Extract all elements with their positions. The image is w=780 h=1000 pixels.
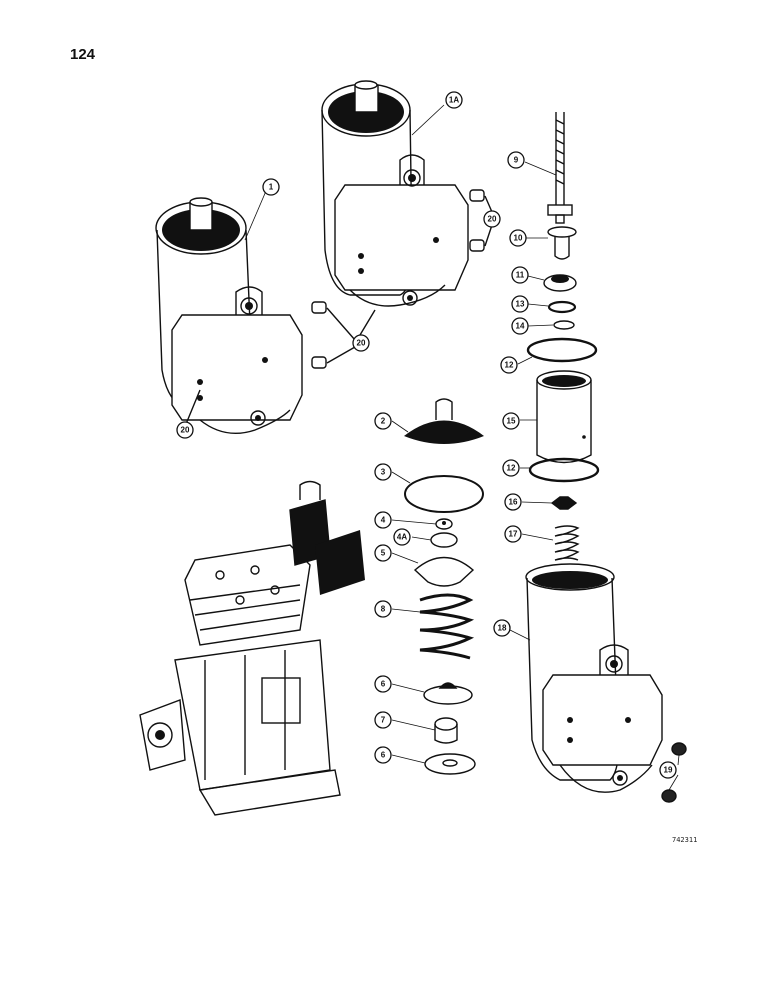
callout-18: 18 xyxy=(493,619,511,637)
nut-4 xyxy=(435,518,453,530)
spring-17 xyxy=(554,525,580,561)
svg-text:1: 1 xyxy=(269,183,274,192)
callout-4: 4 xyxy=(374,511,392,529)
callout-4a: 4A xyxy=(393,528,411,546)
callout-2: 2 xyxy=(374,412,392,430)
figure-code: 742311 xyxy=(672,836,698,844)
plugs-20 xyxy=(185,189,493,425)
svg-text:3: 3 xyxy=(381,468,386,477)
governor-body-1a xyxy=(321,80,469,307)
spring-seat-6-low xyxy=(424,753,476,775)
svg-text:17: 17 xyxy=(509,530,518,539)
callout-8: 8 xyxy=(374,600,392,618)
callout-6-low: 6 xyxy=(374,746,392,764)
air-compressor-assembly xyxy=(139,480,365,816)
callout-14: 14 xyxy=(511,317,529,335)
svg-text:20: 20 xyxy=(488,215,497,224)
callout-20-low: 20 xyxy=(176,421,194,439)
callout-20-mid: 20 xyxy=(352,334,370,352)
plugs-19 xyxy=(661,742,687,803)
svg-text:20: 20 xyxy=(357,339,366,348)
snap-ring-3 xyxy=(404,475,484,513)
svg-text:11: 11 xyxy=(516,271,525,280)
spring-seat-10 xyxy=(547,226,577,260)
callout-12-top: 12 xyxy=(500,356,518,374)
callout-19: 19 xyxy=(659,761,677,779)
callout-12-low: 12 xyxy=(502,459,520,477)
svg-text:6: 6 xyxy=(381,751,386,760)
adjusting-screw-9 xyxy=(547,112,573,224)
svg-text:4A: 4A xyxy=(397,533,407,542)
svg-text:20: 20 xyxy=(181,426,190,435)
svg-text:10: 10 xyxy=(514,234,523,243)
svg-text:6: 6 xyxy=(381,680,386,689)
valve-16 xyxy=(550,496,578,510)
svg-text:15: 15 xyxy=(507,417,516,426)
spring-8 xyxy=(419,593,475,660)
o-ring-12-top xyxy=(526,337,598,363)
svg-text:12: 12 xyxy=(505,361,514,370)
svg-text:5: 5 xyxy=(381,549,386,558)
callout-10: 10 xyxy=(509,229,527,247)
piston-15 xyxy=(536,370,592,464)
callout-6-top: 6 xyxy=(374,675,392,693)
svg-text:14: 14 xyxy=(516,322,525,331)
governor-body-1 xyxy=(155,197,303,434)
callout-17: 17 xyxy=(504,525,522,543)
leader-lines xyxy=(244,104,680,791)
callout-11: 11 xyxy=(511,266,529,284)
svg-text:1A: 1A xyxy=(449,96,459,105)
svg-text:19: 19 xyxy=(664,766,673,775)
page-number: 124 xyxy=(70,46,96,63)
svg-text:12: 12 xyxy=(507,464,516,473)
callout-20-top: 20 xyxy=(483,210,501,228)
svg-text:2: 2 xyxy=(381,417,386,426)
svg-text:4: 4 xyxy=(381,516,386,525)
ring-13 xyxy=(547,300,577,314)
svg-text:16: 16 xyxy=(509,498,518,507)
ring-14 xyxy=(553,320,575,330)
svg-text:9: 9 xyxy=(514,156,519,165)
callout-1a: 1A xyxy=(445,91,463,109)
governor-body-18 xyxy=(525,563,663,793)
callout-7: 7 xyxy=(374,711,392,729)
callout-9: 9 xyxy=(507,151,525,169)
bushing-7 xyxy=(434,717,458,744)
svg-text:13: 13 xyxy=(516,300,525,309)
diaphragm-2 xyxy=(404,398,484,444)
retainer-4a-5 xyxy=(413,532,475,587)
callout-16: 16 xyxy=(504,493,522,511)
spring-seat-11 xyxy=(543,274,577,292)
callout-13: 13 xyxy=(511,295,529,313)
svg-text:18: 18 xyxy=(498,624,507,633)
svg-text:7: 7 xyxy=(381,716,386,725)
callout-1: 1 xyxy=(262,178,280,196)
o-ring-12-low xyxy=(528,457,600,483)
spring-seat-6-top xyxy=(423,682,473,705)
callout-15: 15 xyxy=(502,412,520,430)
callout-3: 3 xyxy=(374,463,392,481)
svg-text:8: 8 xyxy=(381,605,386,614)
callout-5: 5 xyxy=(374,544,392,562)
